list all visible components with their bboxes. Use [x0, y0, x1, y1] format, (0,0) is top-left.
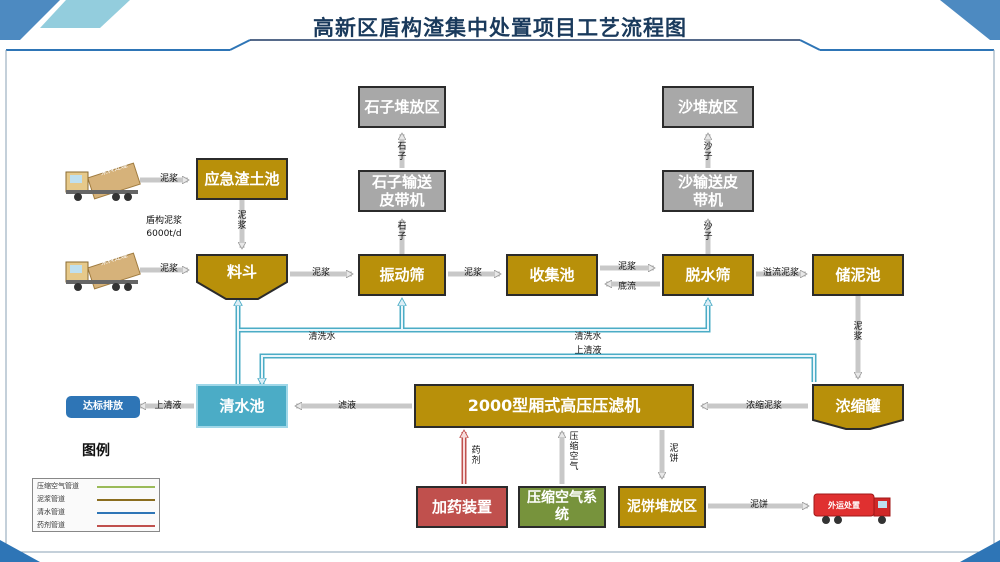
label-shield-mud: 盾构泥浆 — [145, 216, 182, 226]
label-wash-water-1: 清洗水 — [308, 332, 336, 342]
label-sand-1: 沙子 — [703, 222, 713, 242]
label-filtrate: 滤液 — [337, 401, 356, 411]
sand-conveyor: 沙输送皮带机 — [662, 170, 754, 212]
label-mud-cake-vertical: 泥饼 — [669, 444, 679, 464]
legend-item: 泥浆管道 — [37, 495, 155, 503]
label-mud-5: 泥浆 — [617, 262, 636, 272]
label-stone-1: 石子 — [397, 222, 407, 242]
air-system: 压缩空气系统 — [518, 486, 606, 528]
label-mud-vertical: 泥浆 — [237, 211, 247, 231]
thickener: 浓缩罐 — [812, 384, 904, 430]
label-sand-2: 沙子 — [703, 142, 713, 162]
label-compressed-air: 压缩空气 — [569, 432, 579, 472]
label-supernatant-2: 上清液 — [154, 401, 182, 411]
vibrating-screen: 振动筛 — [358, 254, 446, 296]
label-mud-1: 泥浆 — [159, 174, 178, 184]
legend-item: 清水管道 — [37, 508, 155, 516]
filter-press: 2000型厢式高压压滤机 — [414, 384, 694, 428]
label-stone-2: 石子 — [397, 142, 407, 162]
stone-conveyor: 石子输送皮带机 — [358, 170, 446, 212]
legend: 压缩空气管道 泥浆管道 清水管道 药剂管道 — [32, 478, 160, 532]
dosing-device: 加药装置 — [416, 486, 508, 528]
discharge-button[interactable]: 达标排放 — [66, 396, 140, 418]
label-mud-2: 泥浆 — [159, 264, 178, 274]
legend-item: 药剂管道 — [37, 521, 155, 529]
sand-area: 沙堆放区 — [662, 86, 754, 128]
hopper-label: 料斗 — [226, 263, 257, 281]
label-wash-water-2: 清洗水 — [574, 332, 602, 342]
emergency-pit: 应急渣土池 — [196, 158, 288, 200]
incoming-truck-1 — [65, 162, 141, 201]
label-thick-mud: 浓缩泥浆 — [745, 401, 782, 411]
label-overflow-mud: 溢流泥浆 — [762, 268, 799, 278]
label-mud-cake: 泥饼 — [749, 500, 768, 510]
label-mud-vertical-2: 泥浆 — [853, 322, 863, 342]
outgoing-truck — [813, 493, 891, 524]
label-agent: 药剂 — [471, 446, 481, 466]
page-title: 高新区盾构渣集中处置项目工艺流程图 — [313, 16, 687, 40]
incoming-truck-2 — [65, 252, 141, 291]
stone-area: 石子堆放区 — [358, 86, 446, 128]
collection-pit: 收集池 — [506, 254, 598, 296]
outgoing-truck-label: 外运处置 — [828, 501, 860, 510]
dewatering-screen: 脱水筛 — [662, 254, 754, 296]
clear-pool: 清水池 — [196, 384, 288, 428]
hopper: 料斗 — [196, 254, 288, 300]
label-flow-rate: 6000t/d — [146, 229, 182, 239]
cake-area: 泥饼堆放区 — [618, 486, 706, 528]
label-mud-4: 泥浆 — [463, 268, 482, 278]
legend-title: 图例 — [82, 443, 110, 459]
legend-item: 压缩空气管道 — [37, 482, 155, 490]
label-supernatant-1: 上清液 — [574, 346, 602, 356]
mud-storage: 储泥池 — [812, 254, 904, 296]
thickener-label: 浓缩罐 — [835, 397, 881, 415]
label-underflow: 底流 — [617, 282, 636, 292]
label-mud-3: 泥浆 — [311, 268, 330, 278]
